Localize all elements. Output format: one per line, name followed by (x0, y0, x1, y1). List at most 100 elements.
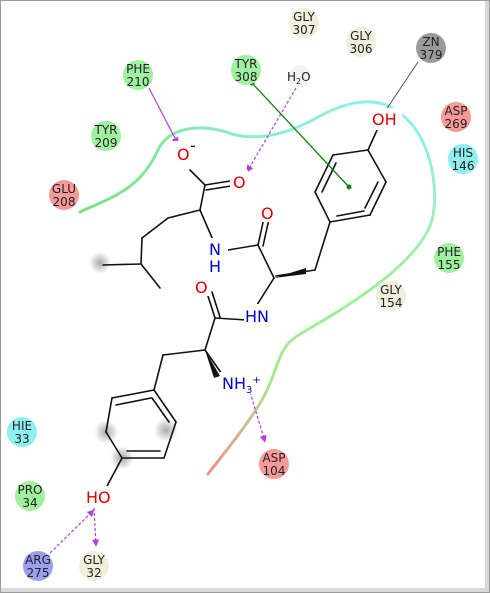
water-halo (289, 65, 311, 87)
residue-disc (346, 27, 376, 57)
bond (204, 349, 223, 375)
bond (102, 263, 142, 266)
bond (206, 292, 216, 319)
pi-stack-center (346, 184, 352, 190)
bond (314, 154, 334, 193)
bond (167, 209, 201, 219)
bond (214, 317, 248, 321)
bond (369, 181, 387, 216)
bond (257, 244, 275, 279)
atom-labels: O - O O O N H H N NH3+ OH HO (84, 108, 402, 508)
solvent-exposure-halos (89, 252, 178, 470)
label-knockout (84, 486, 116, 508)
bond (105, 457, 123, 489)
bond (332, 149, 369, 156)
residue-disc (434, 243, 464, 273)
hbond-hydroxyl-gly32 (92, 507, 100, 547)
bond (153, 354, 164, 391)
label-knockout (206, 238, 228, 274)
pocket-outline (78, 100, 437, 476)
label-knockout (244, 304, 274, 326)
amide-nitrogen-1-hydrogen: H (209, 257, 221, 276)
bond (199, 184, 206, 211)
label-knockout (174, 141, 194, 163)
bond (204, 180, 231, 186)
residue-disc (7, 417, 37, 447)
stereo-wedges (205, 268, 306, 378)
bond (105, 397, 113, 433)
label-knockout (230, 170, 248, 190)
bond (204, 317, 216, 351)
hbond-water-carbonyl (246, 87, 297, 173)
hbond-arg275-hydroxyl (49, 509, 95, 554)
wedge-bond (205, 350, 220, 378)
ligand-bonds (102, 127, 387, 489)
bond (111, 389, 155, 399)
pocket-outline-side (206, 110, 437, 476)
bond (367, 127, 379, 151)
carboxylate-charge: - (190, 136, 196, 155)
pi-stack-tyr308 (251, 82, 350, 188)
ammonium-group: NH3+ (222, 374, 261, 396)
bond (262, 218, 270, 247)
bond (321, 162, 337, 193)
water-label: H2O (287, 70, 311, 86)
bond (199, 209, 214, 241)
residue-disc (79, 551, 109, 581)
hydroxyl-top: OH (372, 110, 397, 129)
label-knockout (258, 202, 276, 222)
bond (367, 149, 387, 183)
residue-disc (123, 60, 153, 90)
amide-nitrogen-2-hydrogen: H (245, 307, 257, 326)
label-knockout (192, 276, 210, 296)
bond (314, 191, 331, 223)
exposure-halo (89, 252, 111, 274)
interactions (49, 61, 419, 554)
residue-disc (91, 121, 121, 151)
carboxylate-oxygen: O (177, 145, 190, 164)
bond (163, 421, 177, 459)
wedge-bond (274, 268, 306, 278)
residue-disc (231, 55, 261, 85)
bond (115, 397, 152, 406)
hbond-ammonium-asp104 (249, 391, 267, 443)
residue-disc (416, 33, 446, 63)
bond (153, 389, 177, 423)
carbonyl-oxygen-3: O (195, 278, 208, 297)
exposure-halo (154, 418, 178, 442)
residue-disc (441, 102, 471, 132)
bond (314, 221, 331, 271)
label-knockout (370, 108, 402, 130)
water-molecule: H2O (287, 65, 311, 87)
bond (329, 214, 371, 223)
residue-disc (376, 281, 406, 311)
bond (364, 181, 379, 209)
residue-disc (259, 449, 289, 479)
residue-disc (15, 481, 45, 511)
